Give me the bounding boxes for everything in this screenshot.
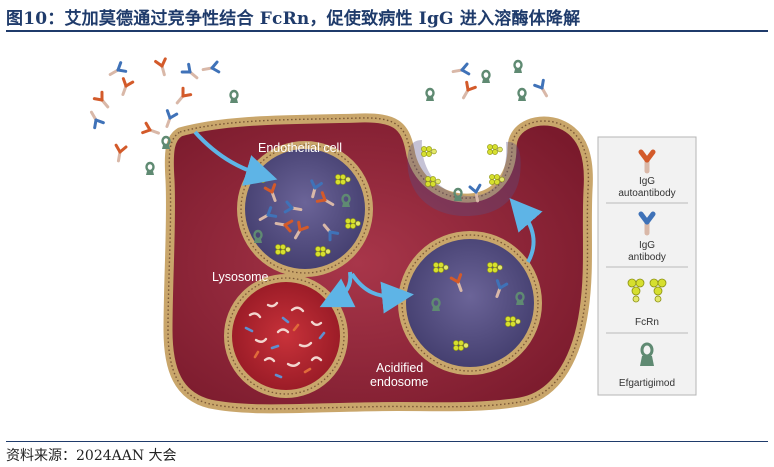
label-acidified-line2: endosome bbox=[370, 375, 428, 389]
arrow-entry bbox=[193, 130, 278, 186]
legend-igg-anti-line1: IgG bbox=[639, 240, 655, 251]
igg-antibody-icon bbox=[638, 211, 656, 236]
footer-rule bbox=[6, 441, 768, 442]
figure-title: 图10：艾加莫德通过竞争性结合 FcRn，促使致病性 IgG 进入溶酶体降解 bbox=[6, 9, 581, 29]
degraded-fragments bbox=[244, 301, 326, 379]
legend-fcrn: FcRn bbox=[635, 317, 659, 328]
arrow-to-acidified bbox=[350, 272, 414, 314]
label-acidified-line1: Acidified bbox=[376, 361, 423, 375]
legend: IgG autoantibody IgG antibody FcRn Efgar… bbox=[597, 136, 697, 396]
recycling-vesicle bbox=[407, 140, 521, 216]
extracellular-antibodies-right bbox=[424, 59, 553, 103]
diagram-figure: Endothelial cell Lysosome Acidified endo… bbox=[85, 57, 697, 414]
legend-efgartigimod: Efgartigimod bbox=[619, 378, 675, 389]
legend-igg-auto-line2: autoantibody bbox=[618, 188, 675, 199]
title-rule bbox=[6, 30, 768, 32]
efgartigimod-icon bbox=[640, 342, 654, 366]
legend-igg-auto-line1: IgG bbox=[639, 176, 655, 187]
fcrn-icon bbox=[627, 278, 667, 303]
source-note: 资料来源：2024AAN 大会 bbox=[6, 448, 177, 464]
label-endothelial-cell: Endothelial cell bbox=[258, 141, 342, 155]
early-endosome bbox=[237, 141, 373, 277]
igg-autoantibody-icon bbox=[638, 149, 656, 174]
legend-igg-anti-line2: antibody bbox=[628, 252, 666, 263]
arrow-recycle bbox=[509, 197, 543, 263]
label-lysosome: Lysosome bbox=[212, 270, 269, 284]
arrow-to-lysosome bbox=[319, 271, 356, 308]
